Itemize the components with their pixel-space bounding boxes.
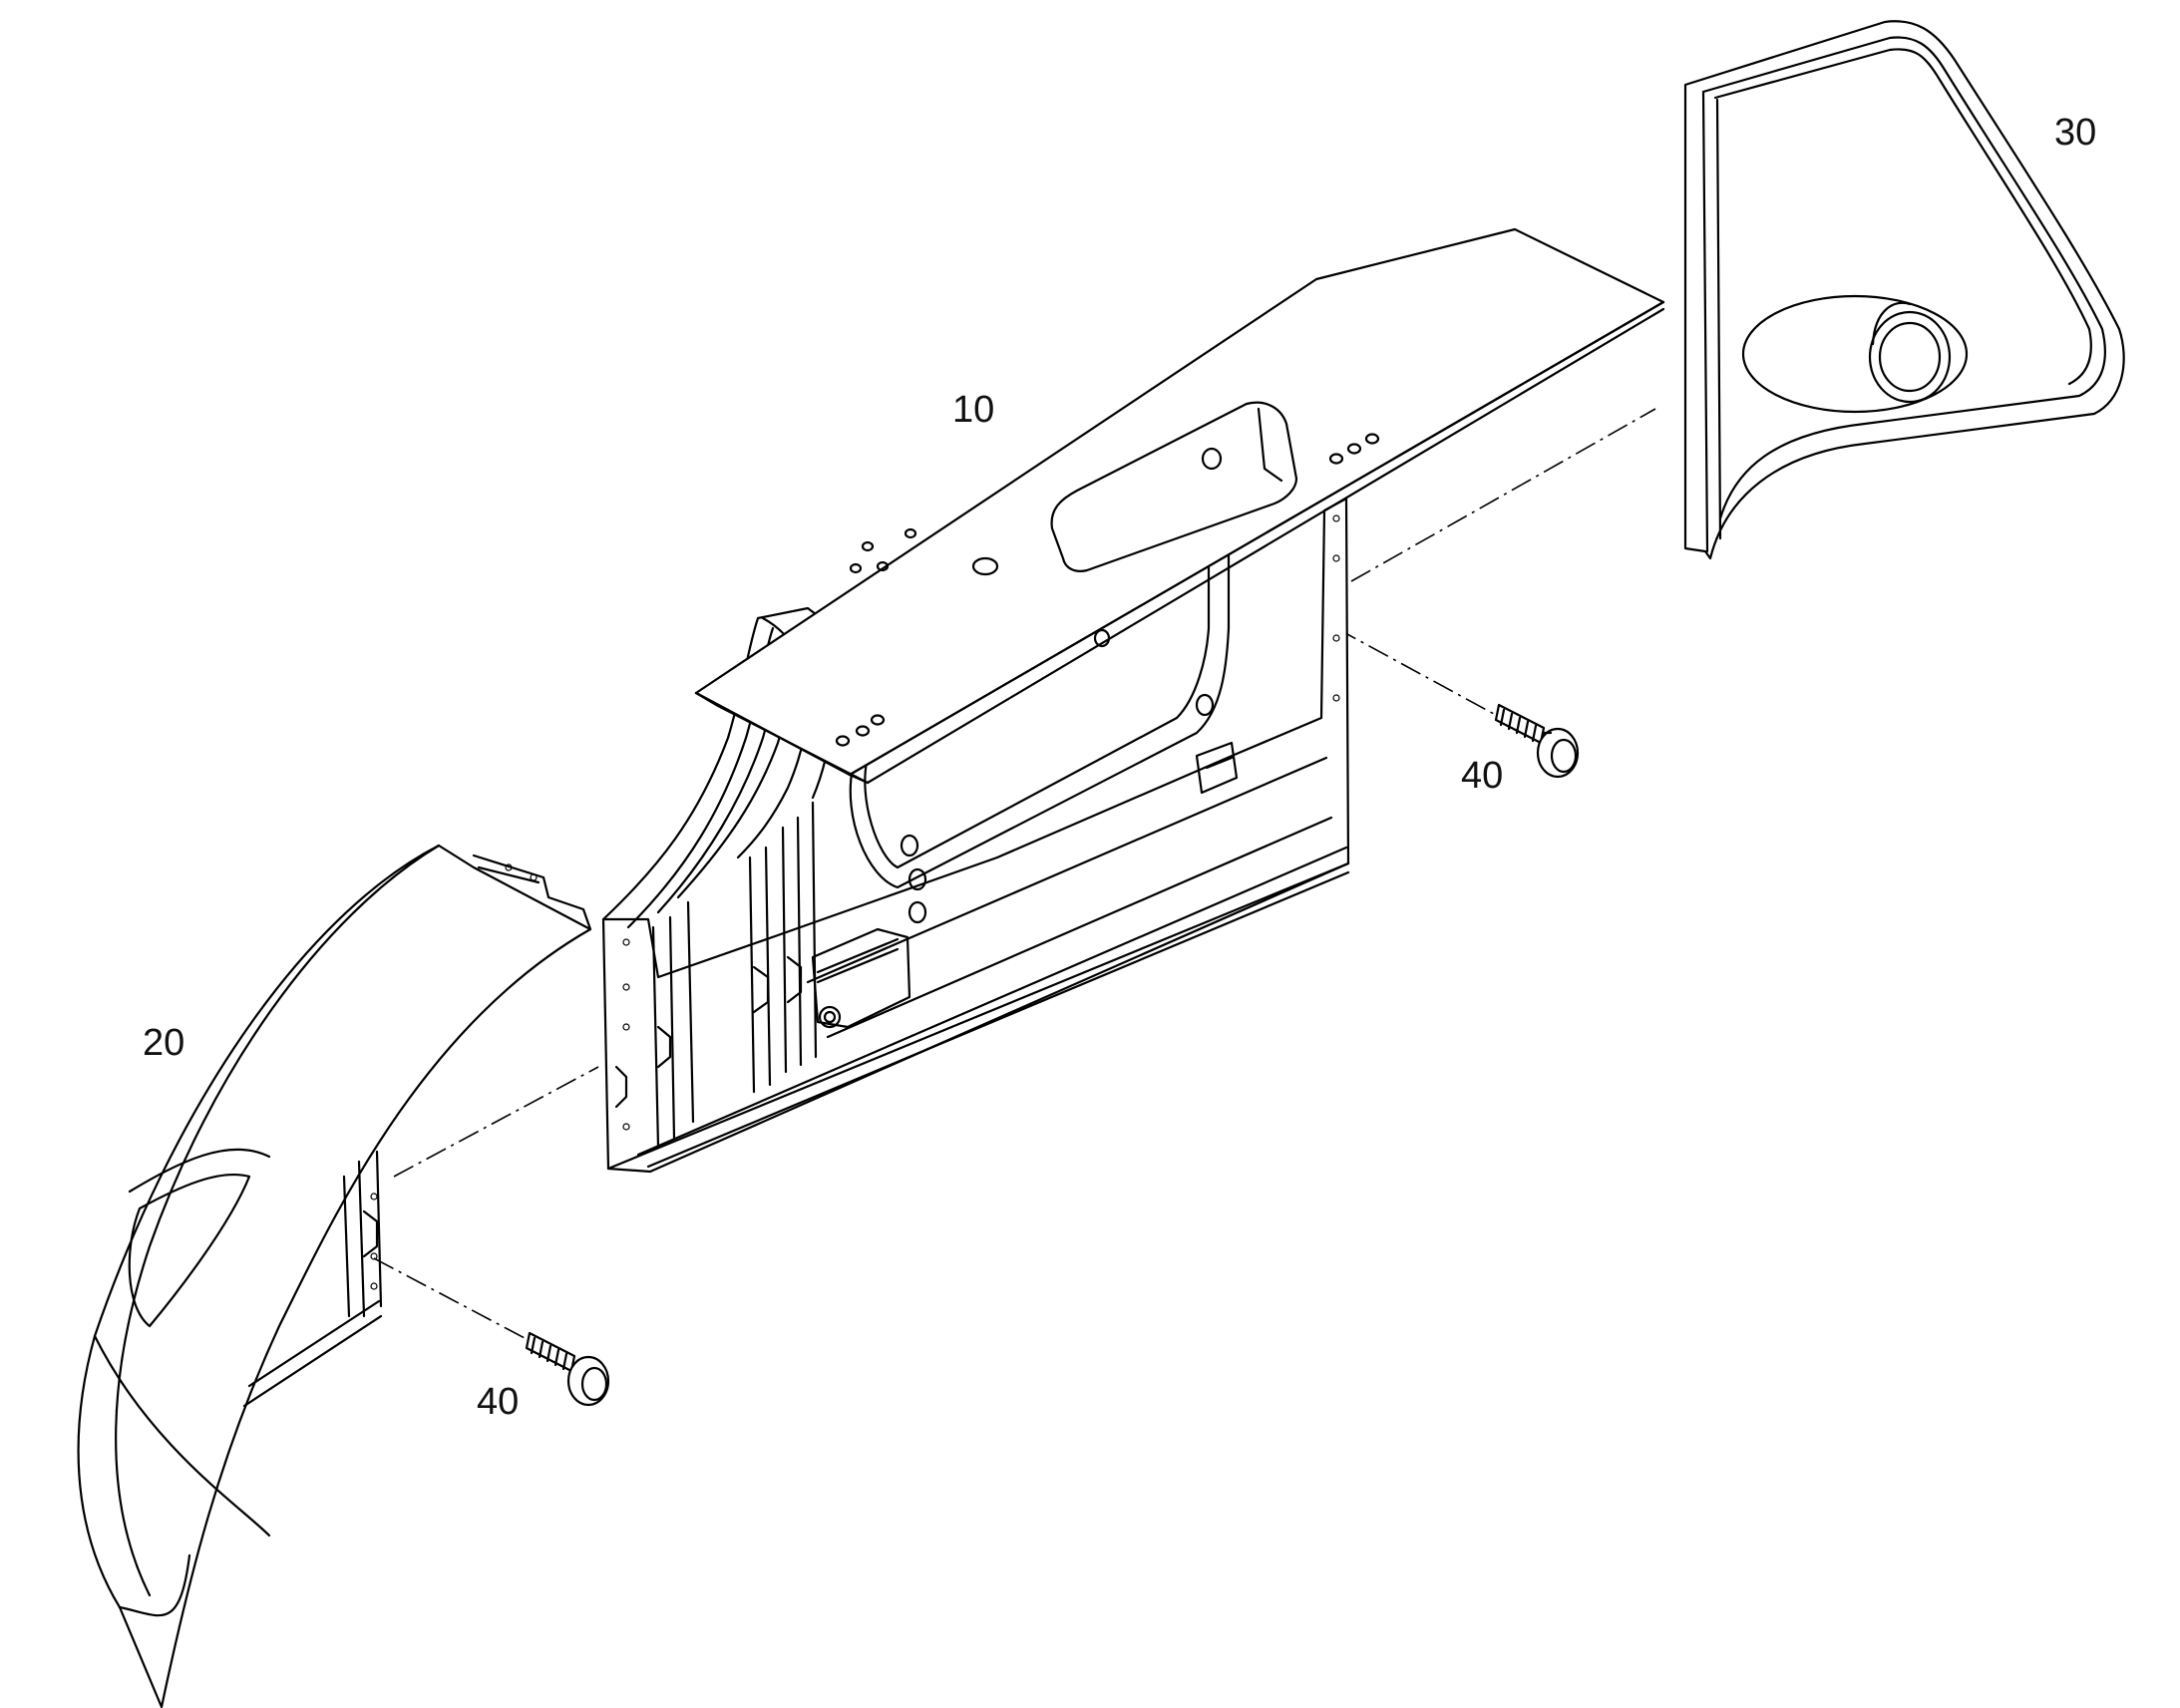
callout-10: 10 <box>952 389 994 431</box>
part-30-right-shell <box>1683 20 2125 560</box>
assembly-lines <box>373 408 1656 1357</box>
part-20-left-shell <box>77 844 592 1708</box>
callout-20: 20 <box>143 1022 184 1064</box>
part-40-screw-upper <box>1494 703 1580 779</box>
callout-40-upper: 40 <box>1461 755 1503 797</box>
callout-30: 30 <box>2054 112 2096 154</box>
callout-40-lower: 40 <box>477 1381 519 1423</box>
part-10-center-panel <box>601 227 1665 1174</box>
part-40-screw-lower <box>525 1331 610 1407</box>
